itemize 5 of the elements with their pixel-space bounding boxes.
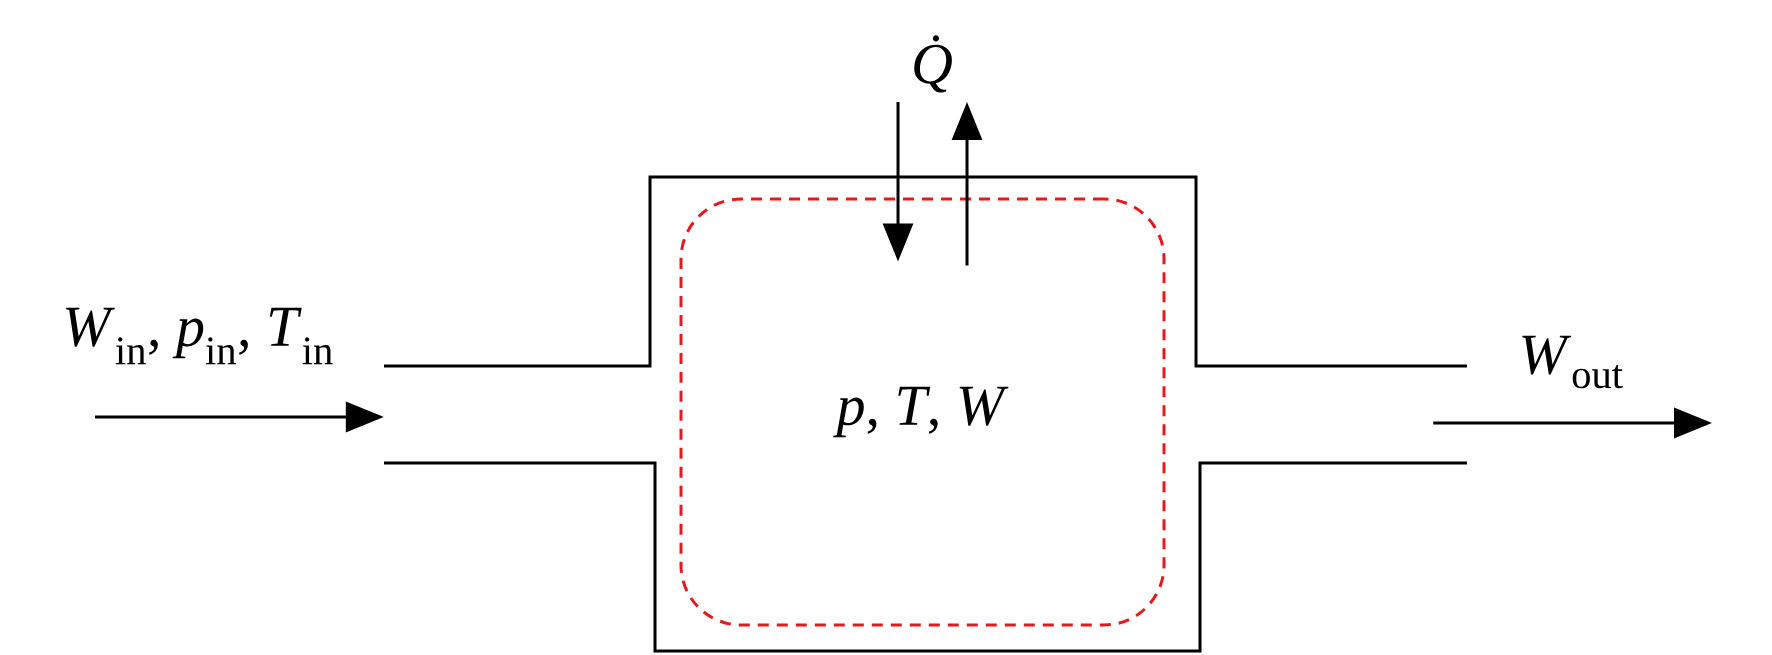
heat-flow-label: Q̇: [914, 35, 952, 93]
edge-label: W$_{out}$: [1516, 333, 1626, 391]
control-volume: p, T, W: [679, 197, 1166, 627]
vessel-drawing: [384, 175, 1467, 653]
edge-label: W$_{in}$, p$_{in}$, T$_{in}$: [60, 305, 336, 367]
